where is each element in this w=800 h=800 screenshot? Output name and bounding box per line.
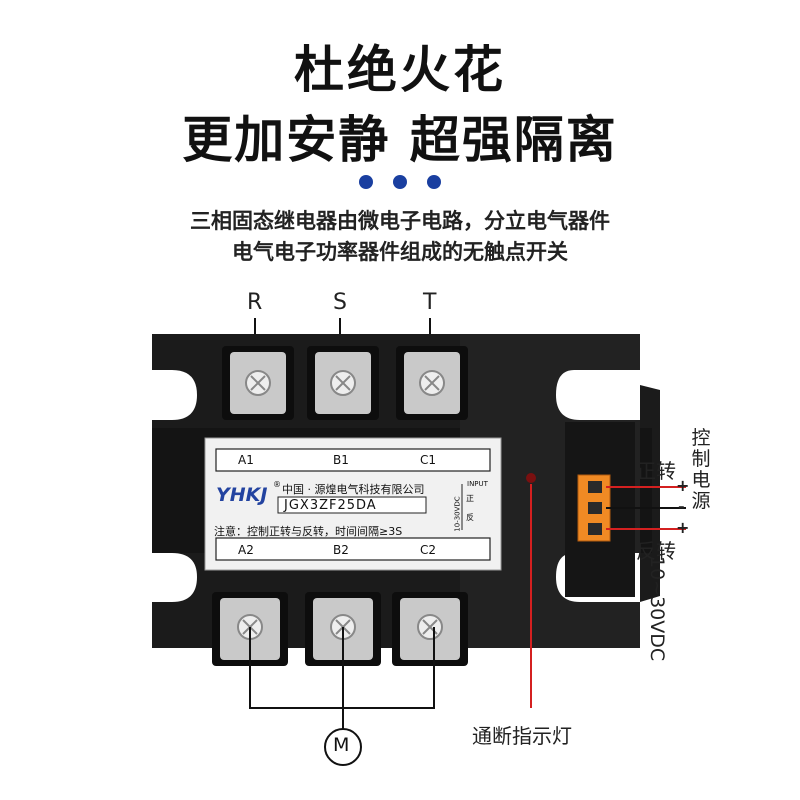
description-line-2: 电气电子功率器件组成的无触点开关 xyxy=(232,240,568,264)
top-terminals xyxy=(222,346,468,420)
decorative-dots xyxy=(0,175,800,189)
control-voltage: 10~30VDC xyxy=(646,556,668,662)
label-plate xyxy=(204,437,502,571)
terminal-label-a1: A1 xyxy=(238,453,254,467)
input-title: INPUT xyxy=(467,480,488,488)
terminal-label-c1: C1 xyxy=(420,453,437,467)
note-text: 注意：控制正转与反转，时间间隔≥3S xyxy=(214,525,403,538)
terminal-label-c2: C2 xyxy=(420,543,437,557)
bottom-terminals xyxy=(212,592,468,666)
model-number: JGX3ZF25DA xyxy=(284,498,377,513)
maker-name: 中国 · 源煌电气科技有限公司 xyxy=(282,483,425,496)
phase-label-t: T xyxy=(423,290,437,315)
headline-line-2: 更加安静 超强隔离 xyxy=(182,111,618,169)
control-wires xyxy=(606,486,686,530)
plus-sign-bottom: + xyxy=(676,518,690,537)
input-reverse: 反 xyxy=(466,513,474,522)
minus-sign: - xyxy=(678,497,685,516)
brand-logo: YHKJ xyxy=(216,484,268,506)
registered-mark: ® xyxy=(273,480,281,489)
control-power-label: 控制电源 xyxy=(691,427,711,512)
terminal-label-a2: A2 xyxy=(238,543,254,557)
terminal-label-b1: B1 xyxy=(333,453,349,467)
dot-icon xyxy=(393,175,407,189)
dot-icon xyxy=(427,175,441,189)
input-range: 10-30VDC xyxy=(453,496,462,532)
terminal-label-b2: B2 xyxy=(333,543,349,557)
phase-label-r: R xyxy=(247,290,263,315)
motor-wires xyxy=(249,627,435,766)
description-line-1: 三相固态继电器由微电子电路，分立电气器件 xyxy=(190,209,610,233)
indicator-label: 通断指示灯 xyxy=(472,724,572,748)
phase-label-s: S xyxy=(333,290,347,315)
plus-sign-top: + xyxy=(676,476,690,495)
reverse-label: 反转 xyxy=(636,539,676,563)
control-terminal-block xyxy=(577,474,611,542)
forward-label: 正转 xyxy=(636,459,676,483)
headline-line-1: 杜绝火花 xyxy=(294,41,506,99)
indicator-led xyxy=(526,473,536,483)
motor-symbol: M xyxy=(333,734,350,756)
dot-icon xyxy=(359,175,373,189)
input-forward: 正 xyxy=(466,494,474,503)
